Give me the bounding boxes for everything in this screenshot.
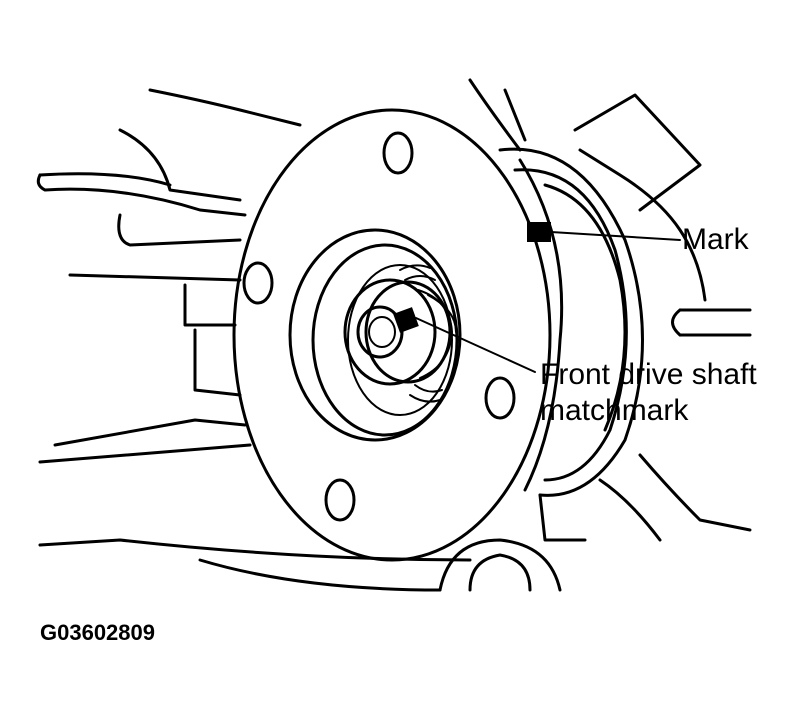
shaft-paint-mark — [393, 307, 419, 333]
drive-shaft-end — [343, 278, 457, 386]
rotor-drum — [498, 147, 644, 497]
paint-marks — [393, 222, 551, 333]
matchmark-label-line2: matchmark — [540, 394, 689, 427]
suspension-arms — [36, 78, 752, 592]
rotor-paint-mark — [527, 222, 551, 242]
hub-flange — [232, 108, 552, 562]
matchmark-label-line1: Front drive shaft — [540, 358, 757, 391]
mark-label: Mark — [682, 223, 749, 256]
figure-code: G03602809 — [40, 620, 155, 645]
leader-lines — [415, 231, 681, 373]
